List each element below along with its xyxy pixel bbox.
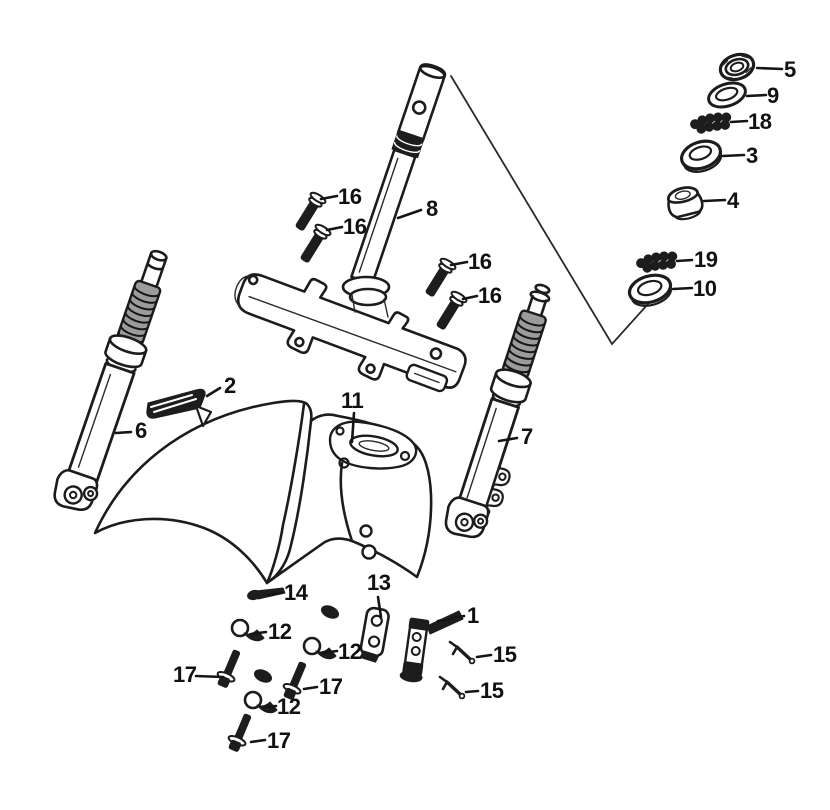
part-label-4: 4 xyxy=(727,188,739,213)
part-label-8: 8 xyxy=(426,196,438,221)
part-label-3: 3 xyxy=(746,143,758,168)
part-label-9: 9 xyxy=(767,83,779,108)
part-label-17-1: 17 xyxy=(173,662,197,687)
part-label-12-1: 12 xyxy=(268,619,292,644)
loose-washer-1 xyxy=(320,605,340,619)
assembly-axis-line xyxy=(450,75,649,346)
part-16-bolt-1 xyxy=(295,191,327,231)
part-label-19: 19 xyxy=(694,247,718,272)
part-label-13: 13 xyxy=(367,570,391,595)
part-8-steering-stem xyxy=(350,63,447,286)
bottom-bridge xyxy=(234,273,467,393)
part-12-nut-2 xyxy=(302,636,337,660)
part-16-bolt-2 xyxy=(300,223,332,263)
part-17-bolt-2 xyxy=(282,661,307,700)
part-label-1: 1 xyxy=(467,603,479,628)
part-12-nut-1 xyxy=(230,618,265,642)
part-label-2: 2 xyxy=(224,373,236,398)
part-label-5: 5 xyxy=(784,57,796,82)
part-19-ball-retainer xyxy=(636,251,678,273)
loose-washer-2 xyxy=(253,669,273,683)
part-label-16-3: 16 xyxy=(468,249,492,274)
steering-stem-base-collar xyxy=(341,275,391,318)
part-6-fork-leg-left xyxy=(53,249,168,512)
part-2-clamp xyxy=(146,388,213,428)
part-15-screw-1 xyxy=(448,640,476,665)
part-4-bearing-cone xyxy=(666,186,704,221)
part-label-12-2: 12 xyxy=(338,639,362,664)
part-label-15-1: 15 xyxy=(493,642,517,667)
part-11-front-fender xyxy=(93,399,433,585)
part-13-bracket xyxy=(359,606,390,663)
part-label-15-2: 15 xyxy=(480,678,504,703)
part-5-stem-nut xyxy=(718,52,756,82)
part-9-washer xyxy=(707,81,747,109)
part-12-nut-3 xyxy=(243,690,278,714)
part-label-16-2: 16 xyxy=(343,214,367,239)
part-16-bolt-3 xyxy=(425,257,457,297)
part-label-16-4: 16 xyxy=(478,283,502,308)
leader-lines xyxy=(114,66,784,744)
part-label-12-3: 12 xyxy=(277,694,301,719)
part-1-bracket xyxy=(399,610,464,683)
part-label-18: 18 xyxy=(748,109,772,134)
part-label-11: 11 xyxy=(341,388,364,413)
part-label-17-3: 17 xyxy=(267,728,291,753)
part-label-16-1: 16 xyxy=(338,184,362,209)
part-label-6: 6 xyxy=(135,418,147,443)
part-17-bolt-1 xyxy=(216,649,241,688)
part-label-14: 14 xyxy=(284,580,308,605)
part-label-7: 7 xyxy=(521,424,533,449)
part-18-ball-retainer xyxy=(690,112,732,134)
part-10-dust-seal xyxy=(627,273,673,307)
part-16-bolt-4 xyxy=(436,290,468,330)
part-17-bolt-3 xyxy=(227,713,252,752)
part-7-fork-leg-right xyxy=(444,283,551,539)
part-15-screw-2 xyxy=(438,675,466,700)
part-label-17-2: 17 xyxy=(319,674,343,699)
part-label-10: 10 xyxy=(693,276,717,301)
part-3-bearing-race-top xyxy=(679,139,723,173)
